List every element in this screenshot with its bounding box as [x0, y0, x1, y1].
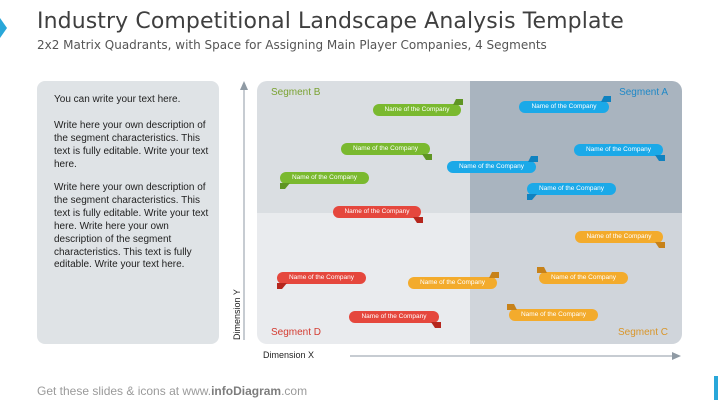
slide-subtitle: 2x2 Matrix Quadrants, with Space for Ass…: [37, 38, 547, 52]
company-tag[interactable]: Name of the Company: [280, 172, 369, 189]
slide-accent-marker: [0, 18, 7, 38]
tag-flag: [280, 183, 290, 189]
x-axis-label: Dimension X: [263, 350, 315, 360]
description-paragraph-1: You can write your text here.: [54, 94, 181, 105]
description-paragraph-3: Write here your own description of the s…: [54, 182, 209, 271]
company-tag[interactable]: Name of the Company: [333, 206, 423, 223]
segment-b-label: Segment B: [271, 87, 321, 98]
footer-link[interactable]: Get these slides & icons at www.infoDiag…: [37, 384, 307, 398]
segment-c-label: Segment C: [617, 327, 668, 338]
tag-flag: [277, 283, 287, 289]
company-tag[interactable]: Name of the Company: [341, 143, 432, 160]
company-tag[interactable]: Name of the Company: [519, 96, 611, 113]
slide-title: Industry Competitional Landscape Analysi…: [37, 9, 624, 34]
tag-flag: [489, 272, 499, 278]
tag-flag: [528, 156, 538, 162]
company-tag[interactable]: Name of the Company: [349, 311, 441, 328]
y-axis-arrowhead: [240, 81, 248, 90]
company-tag[interactable]: Name of the Company: [574, 144, 665, 161]
company-tag-label: Name of the Company: [419, 279, 486, 286]
company-tag-label: Name of the Company: [361, 313, 427, 320]
company-tag[interactable]: Name of the Company: [277, 272, 366, 289]
company-tag-label: Name of the Company: [384, 106, 450, 113]
segment-d-label: Segment D: [271, 327, 322, 338]
footer-prefix: Get these slides & icons at www.: [37, 384, 212, 398]
slide-accent-bar: [714, 376, 718, 400]
company-tag-label: Name of the Company: [458, 163, 525, 170]
company-tag-label: Name of the Company: [531, 103, 597, 110]
segment-a-label: Segment A: [619, 87, 668, 98]
tag-flag: [527, 194, 537, 200]
tag-flag: [422, 154, 432, 160]
company-tag[interactable]: Name of the Company: [507, 304, 598, 321]
tag-flag: [413, 217, 423, 223]
company-tag-label: Name of the Company: [520, 311, 587, 318]
tag-flag: [655, 155, 665, 161]
company-tag-label: Name of the Company: [288, 274, 355, 281]
quadrant-matrix: Segment B Segment A Segment D Segment C …: [257, 81, 682, 344]
x-axis-arrowhead: [672, 352, 681, 360]
company-tag-label: Name of the Company: [344, 208, 410, 215]
company-tag-label: Name of the Company: [585, 146, 652, 153]
y-axis-label: Dimension Y: [232, 289, 242, 340]
tag-flag: [655, 242, 665, 248]
company-tag[interactable]: Name of the Company: [527, 183, 616, 200]
company-tag[interactable]: Name of the Company: [373, 99, 463, 116]
footer-brand: infoDiagram: [211, 384, 282, 398]
company-tag[interactable]: Name of the Company: [537, 267, 628, 284]
company-tag-label: Name of the Company: [586, 233, 652, 240]
company-tag[interactable]: Name of the Company: [575, 231, 665, 248]
company-tag-label: Name of the Company: [352, 145, 419, 152]
tag-flag: [537, 267, 547, 273]
tag-flag: [601, 96, 611, 102]
company-tag[interactable]: Name of the Company: [408, 272, 499, 289]
tag-flag: [453, 99, 463, 105]
company-tag-label: Name of the Company: [550, 274, 617, 281]
tag-flag: [431, 322, 441, 328]
company-tag-label: Name of the Company: [291, 174, 358, 181]
company-tag[interactable]: Name of the Company: [447, 156, 538, 173]
footer-suffix: .com: [281, 384, 308, 398]
company-tag-label: Name of the Company: [538, 185, 605, 192]
description-paragraph-2: Write here your own description of the s…: [54, 120, 209, 170]
description-panel: You can write your text here. Write here…: [37, 81, 219, 344]
tag-flag: [507, 304, 517, 310]
